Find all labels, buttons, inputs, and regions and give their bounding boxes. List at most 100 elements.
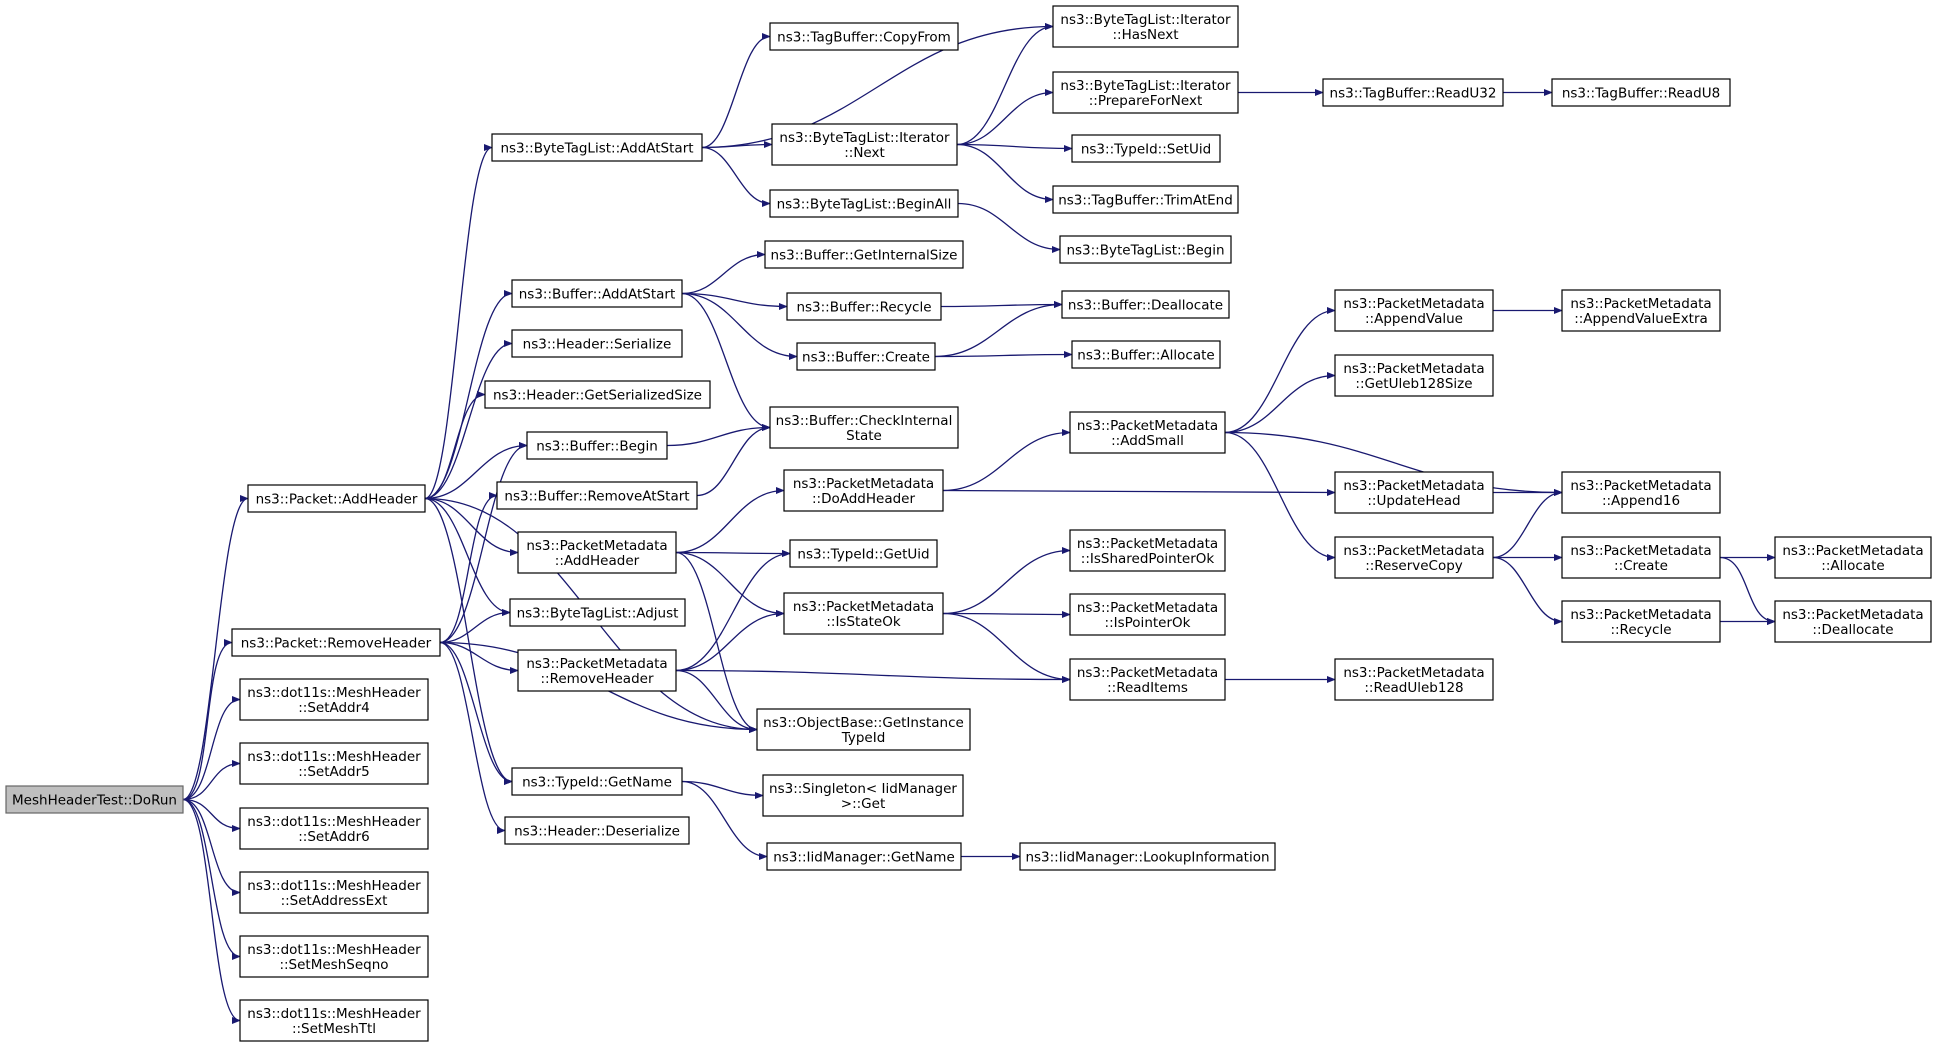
node-iid-getname[interactable]: ns3::IidManager::GetName (766, 842, 962, 871)
node-pm-doaddheader[interactable]: ns3::PacketMetadata::DoAddHeader (783, 469, 944, 512)
node-pm-deallocate[interactable]: ns3::PacketMetadata::Deallocate (1774, 600, 1932, 643)
edge-addheader-to-hdr_serialize (424, 339, 513, 500)
node-pm-updatehead[interactable]: ns3::PacketMetadata::UpdateHead (1334, 471, 1494, 514)
node-pm-getuleb128size[interactable]: ns3::PacketMetadata::GetUleb128Size (1334, 354, 1494, 397)
node-pm-appendvalueextra[interactable]: ns3::PacketMetadata::AppendValueExtra (1561, 289, 1721, 332)
node-label: ns3::PacketMetadata (1570, 607, 1711, 623)
node-box (762, 774, 964, 817)
edge-btl_addatstart-to-it_next (701, 140, 773, 149)
node-label: ns3::dot11s::MeshHeader (247, 942, 421, 958)
node-pm-addsmall[interactable]: ns3::PacketMetadata::AddSmall (1069, 411, 1226, 454)
node-buf-addatstart[interactable]: ns3::Buffer::AddAtStart (511, 279, 683, 308)
node-hdr-serialize[interactable]: ns3::Header::Serialize (511, 329, 683, 358)
node-pm-recycle[interactable]: ns3::PacketMetadata::Recycle (1561, 600, 1721, 643)
node-pm-readitems[interactable]: ns3::PacketMetadata::ReadItems (1069, 658, 1226, 701)
node-box (511, 329, 683, 358)
node-tid-getuid[interactable]: ns3::TypeId::GetUid (789, 539, 938, 568)
node-pm-reservecopy[interactable]: ns3::PacketMetadata::ReserveCopy (1334, 536, 1494, 579)
edge-removeheader-to-btl_adjust (439, 608, 511, 644)
node-buf-create[interactable]: ns3::Buffer::Create (796, 342, 936, 371)
node-hdr-deserialize[interactable]: ns3::Header::Deserialize (504, 816, 690, 845)
edge-pm_isstateok-to-pm_readitems (942, 612, 1071, 684)
node-box (769, 406, 959, 449)
node-hdr-getsersize[interactable]: ns3::Header::GetSerializedSize (484, 380, 711, 409)
node-btl-beginall[interactable]: ns3::ByteTagList::BeginAll (769, 189, 959, 218)
node-buf-deallocate[interactable]: ns3::Buffer::Deallocate (1061, 290, 1230, 319)
node-setaddr5[interactable]: ns3::dot11s::MeshHeader::SetAddr5 (239, 742, 429, 785)
node-btl-begin[interactable]: ns3::ByteTagList::Begin (1059, 235, 1232, 264)
edge-btl_addatstart-to-btl_beginall (701, 146, 771, 208)
node-pm-readuleb128[interactable]: ns3::PacketMetadata::ReadUleb128 (1334, 658, 1494, 701)
node-pm-removeheader[interactable]: ns3::PacketMetadata::RemoveHeader (517, 649, 677, 692)
node-label: ::SetAddressExt (281, 893, 388, 909)
node-tb-copyfrom[interactable]: ns3::TagBuffer::CopyFrom (769, 22, 959, 51)
node-label: ::Allocate (1821, 558, 1884, 574)
edge-buf_addatstart-to-buf_recycle (681, 292, 788, 311)
edge-root-to-setttl (182, 798, 241, 1025)
edge-pm_doaddheader-to-pm_updatehead (942, 488, 1336, 497)
node-label: ns3::dot11s::MeshHeader (247, 749, 421, 765)
node-it-hasnext[interactable]: ns3::ByteTagList::Iterator::HasNext (1052, 5, 1239, 48)
node-tb-trimatend[interactable]: ns3::TagBuffer::TrimAtEnd (1052, 185, 1239, 214)
node-buf-removeatstart[interactable]: ns3::Buffer::RemoveAtStart (496, 481, 698, 510)
node-removeheader[interactable]: ns3::Packet::RemoveHeader (231, 628, 441, 657)
node-buf-allocate[interactable]: ns3::Buffer::Allocate (1071, 340, 1221, 369)
node-label: ::DoAddHeader (812, 491, 915, 507)
node-label: ns3::TypeId::GetUid (797, 547, 929, 563)
node-it-preparefornext[interactable]: ns3::ByteTagList::Iterator::PrepareForNe… (1052, 71, 1239, 114)
node-box (239, 871, 429, 914)
node-label: ns3::PacketMetadata (1077, 600, 1218, 616)
node-tb-readu32[interactable]: ns3::TagBuffer::ReadU32 (1322, 78, 1504, 107)
node-btl-addatstart[interactable]: ns3::ByteTagList::AddAtStart (491, 133, 703, 162)
edge-pm_addheader-to-pm_doaddheader (675, 486, 785, 554)
node-label: ::IsStateOk (826, 614, 900, 630)
node-iid-lookupinfo[interactable]: ns3::IidManager::LookupInformation (1019, 842, 1276, 871)
node-addheader[interactable]: ns3::Packet::AddHeader (247, 484, 426, 513)
node-pm-create[interactable]: ns3::PacketMetadata::Create (1561, 536, 1721, 579)
node-label: ::HasNext (1112, 27, 1178, 43)
node-pm-append16[interactable]: ns3::PacketMetadata::Append16 (1561, 471, 1721, 514)
node-label: ns3::ByteTagList::Iterator (1060, 78, 1231, 94)
node-pm-allocate[interactable]: ns3::PacketMetadata::Allocate (1774, 536, 1932, 579)
node-it-next[interactable]: ns3::ByteTagList::Iterator::Next (771, 123, 958, 166)
node-pm-appendvalue[interactable]: ns3::PacketMetadata::AppendValue (1334, 289, 1494, 332)
node-setttl[interactable]: ns3::dot11s::MeshHeader::SetMeshTtl (239, 999, 429, 1042)
node-btl-adjust[interactable]: ns3::ByteTagList::Adjust (509, 598, 686, 627)
node-pm-addheader[interactable]: ns3::PacketMetadata::AddHeader (517, 531, 677, 574)
edge-pm_isstateok-to-pm_issharedpointerok (942, 546, 1071, 615)
node-setaddr4[interactable]: ns3::dot11s::MeshHeader::SetAddr4 (239, 678, 429, 721)
node-label: ::SetAddr5 (298, 764, 370, 780)
node-singleton-get[interactable]: ns3::Singleton< IidManager>::Get (762, 774, 964, 817)
node-label: ns3::PacketMetadata (1570, 543, 1711, 559)
node-tb-readu8[interactable]: ns3::TagBuffer::ReadU8 (1551, 78, 1731, 107)
node-root[interactable]: MeshHeaderTest::DoRun (5, 785, 184, 814)
node-setaddrext[interactable]: ns3::dot11s::MeshHeader::SetAddressExt (239, 871, 429, 914)
node-tid-setuid[interactable]: ns3::TypeId::SetUid (1071, 134, 1221, 163)
node-setseqno[interactable]: ns3::dot11s::MeshHeader::SetMeshSeqno (239, 935, 429, 978)
edge-pm_doaddheader-to-pm_addsmall (942, 428, 1071, 492)
node-label: ns3::TagBuffer::TrimAtEnd (1058, 193, 1233, 209)
node-box (1069, 658, 1226, 701)
node-pm-issharedpointerok[interactable]: ns3::PacketMetadata::IsSharedPointerOk (1069, 529, 1226, 572)
node-label: ns3::Buffer::Deallocate (1068, 298, 1223, 314)
node-buf-getinternalsize[interactable]: ns3::Buffer::GetInternalSize (764, 240, 964, 269)
node-box (1334, 289, 1494, 332)
edge-pm_addsmall-to-pm_getuleb128size (1224, 371, 1336, 434)
node-label: ns3::PacketMetadata (1077, 536, 1218, 552)
node-box (789, 539, 938, 568)
node-setaddr6[interactable]: ns3::dot11s::MeshHeader::SetAddr6 (239, 807, 429, 850)
node-buf-begin[interactable]: ns3::Buffer::Begin (526, 431, 668, 460)
node-box (1069, 593, 1226, 636)
node-label: TypeId (841, 730, 886, 746)
node-label: ns3::ByteTagList::AddAtStart (500, 141, 693, 157)
node-pm-ispointerok[interactable]: ns3::PacketMetadata::IsPointerOk (1069, 593, 1226, 636)
node-box (239, 935, 429, 978)
node-label: ns3::TagBuffer::ReadU8 (1562, 86, 1720, 102)
node-pm-isstateok[interactable]: ns3::PacketMetadata::IsStateOk (783, 592, 944, 635)
node-tid-getname[interactable]: ns3::TypeId::GetName (511, 767, 683, 796)
node-label: ns3::PacketMetadata (1077, 665, 1218, 681)
node-buf-recycle[interactable]: ns3::Buffer::Recycle (786, 292, 942, 321)
